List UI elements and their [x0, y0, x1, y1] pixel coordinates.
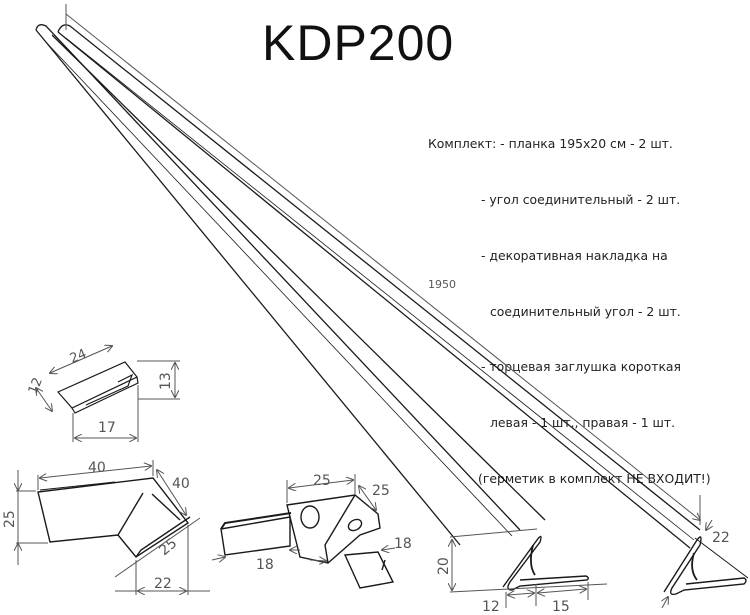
profile-section-left — [449, 528, 608, 593]
kit-line: Комплект: - планка 195x20 см - 2 шт. — [428, 136, 673, 152]
rail-length-label: 1950 — [428, 278, 456, 291]
corner-connector-dims — [211, 474, 396, 561]
cap-width-label: 17 — [98, 420, 116, 436]
cover-side-b-label: 40 — [172, 476, 190, 492]
connector-leg-right-label: 18 — [394, 536, 412, 552]
kit-line: - декоративная накладка на — [481, 247, 668, 263]
rail-right — [57, 24, 701, 549]
profile-height-label: 20 — [436, 557, 452, 575]
connector-side-a-label: 25 — [313, 473, 331, 489]
corner-connector — [220, 494, 395, 589]
cap-height-label: 13 — [158, 372, 174, 390]
end-cap-dims — [36, 346, 180, 442]
cap-depth-label: 12 — [26, 376, 46, 397]
profile-thickness-label: 22 — [712, 530, 730, 546]
kit-line: левая - 1 шт., правая - 1 шт. — [490, 415, 676, 431]
kit-line: - угол соединительный - 2 шт. — [481, 191, 681, 207]
end-cap — [57, 361, 139, 414]
connector-side-b-label: 25 — [372, 483, 390, 499]
profile-right-dims — [662, 519, 712, 609]
connector-leg-left-label: 18 — [256, 557, 274, 573]
profile-flange-label: 15 — [552, 599, 570, 615]
length-dimension — [65, 4, 700, 525]
rail-left — [35, 24, 546, 546]
cover-base-label: 22 — [154, 576, 172, 592]
cover-side-a-label: 40 — [88, 460, 106, 476]
kit-line: соединительный угол - 2 шт. — [490, 303, 681, 319]
product-title: KDP200 — [262, 15, 455, 71]
profile-left-dims — [452, 540, 589, 608]
cover-height-label: 25 — [2, 510, 18, 528]
kit-contents-list: Комплект: - планка 195x20 см - 2 шт. - у… — [428, 98, 711, 526]
kit-line: - торцевая заглушка короткая — [481, 359, 681, 375]
corner-cover-dims — [16, 460, 210, 595]
cap-length-label: 24 — [68, 347, 89, 367]
profile-section-right — [663, 536, 749, 596]
profile-lip-label: 12 — [482, 599, 500, 615]
cover-diag-label: 25 — [156, 535, 180, 559]
